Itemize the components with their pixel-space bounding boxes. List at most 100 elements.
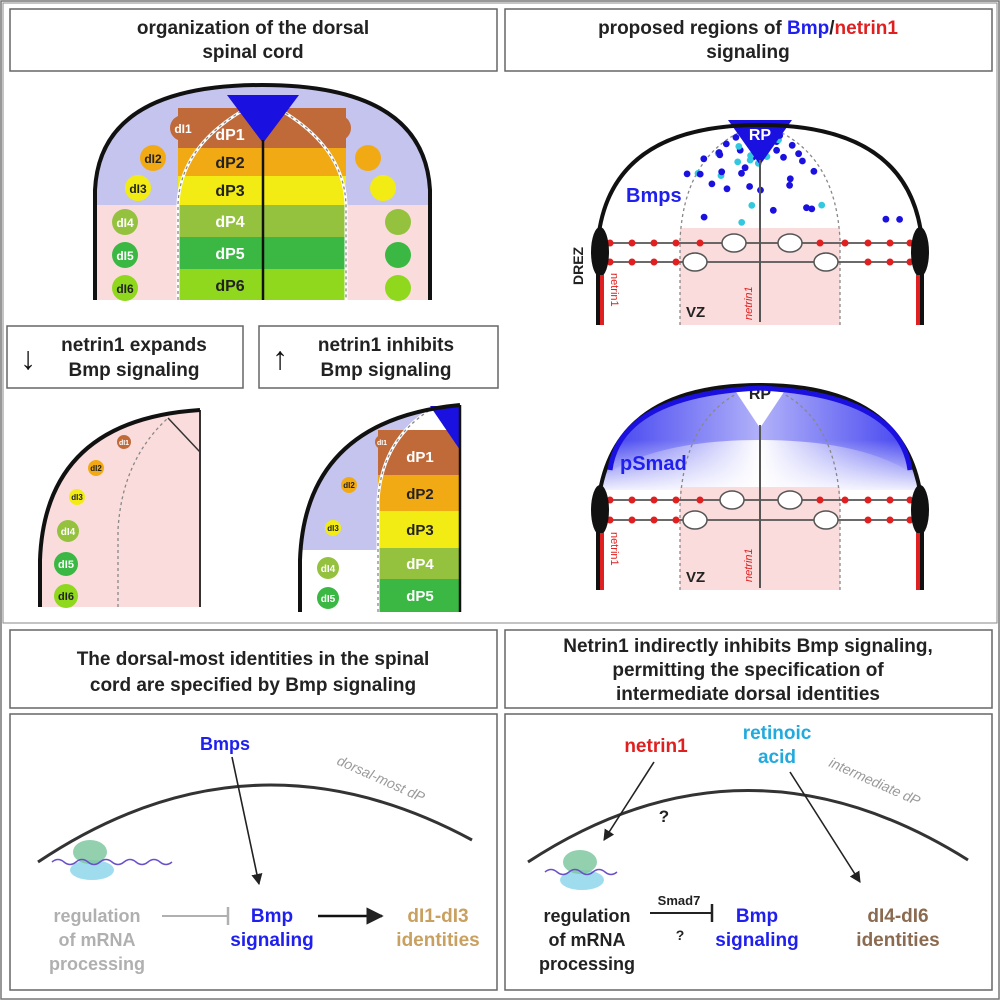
bmp-dot: [769, 206, 777, 214]
sr-dP2-band: [378, 475, 460, 511]
smad7-label: Smad7: [658, 893, 701, 908]
bmp-dot: [735, 143, 743, 150]
ribosome-icon-left: [51, 840, 173, 880]
dP4-label: dP4: [215, 214, 244, 231]
bmps-label: Bmps: [626, 185, 682, 207]
bmp-dots: [683, 131, 903, 226]
sr-dP2-label: dP2: [406, 486, 434, 503]
bmp-dot: [738, 219, 746, 226]
bmp-dot: [716, 151, 724, 159]
reg-left-line2: of mRNA: [59, 930, 136, 950]
dI6-label: dI6: [116, 282, 134, 296]
bmp-dot: [795, 150, 802, 158]
id-left-line2: identities: [396, 930, 479, 951]
roof-plate: [227, 95, 299, 143]
hypothesis-inhibits: ↑ netrin1 inhibits Bmp signaling: [258, 325, 499, 389]
id-right-line1: dI4-dI6: [867, 906, 928, 927]
caption-right: Netrin1 indirectly inhibits Bmp signalin…: [504, 629, 993, 709]
hypothesis-expands: ↓ netrin1 expands Bmp signaling: [6, 325, 244, 389]
hypothesis-expands-line2: Bmp signaling: [69, 360, 200, 381]
drez-label: DREZ: [570, 246, 586, 285]
caption-left-line2: cord are specified by Bmp signaling: [90, 675, 416, 696]
header-proposed-regions: proposed regions of Bmp/netrin1 signalin…: [504, 8, 993, 72]
ra-line1: retinoic: [743, 723, 812, 744]
ribosome-icon-right: [544, 850, 618, 890]
header-proposed-line1: proposed regions of Bmp/netrin1: [598, 18, 898, 39]
vz-top-label: VZ: [686, 304, 705, 321]
psmad-region-diagram: RP pSmad netrin1 netrin1 VZ: [591, 380, 929, 590]
dP2-label: dP2: [215, 155, 244, 172]
bmp-dot: [732, 134, 740, 141]
bmp-dot: [803, 204, 810, 212]
axon-rows-bottom: [600, 490, 920, 530]
bmp-dot: [780, 153, 787, 161]
netrin-side-bottom-label: netrin1: [608, 532, 620, 566]
sr-dP4-label: dP4: [406, 556, 434, 573]
sr-dP5-label: dP5: [406, 588, 434, 605]
dP6-label: dP6: [215, 278, 244, 295]
sr-dI4-label: dI4: [321, 564, 336, 575]
bmp-dot: [818, 201, 826, 209]
id-right-line2: identities: [856, 930, 939, 951]
rp-top-roof-plate: [728, 120, 792, 165]
sl-dI2-label: dI2: [90, 464, 102, 473]
inhibit-scenario-diagram: dP1 dP2 dP3 dP4 dP5 dI1 dI2 dI3 dI4 dI5: [298, 403, 462, 612]
arrow-down-icon: ↓: [20, 340, 36, 376]
bmp-dot: [810, 167, 818, 175]
bmp-dot: [808, 205, 816, 213]
netrin-mid-bottom-label: netrin1: [743, 548, 755, 582]
netrin-side-top-label: netrin1: [608, 273, 620, 307]
sr-dI5-label: dI5: [321, 594, 336, 605]
caption-left-line1: The dorsal-most identities in the spinal: [77, 649, 430, 670]
bmps-ligand-label: Bmps: [200, 734, 250, 754]
bmp-dot: [896, 216, 903, 223]
dI2-label: dI2: [144, 152, 162, 166]
bmp-dot: [786, 175, 794, 183]
rp-bottom-roof-plate: [728, 380, 792, 428]
bmp-dot: [746, 156, 754, 164]
rp-top-label: RP: [749, 127, 772, 144]
ra-line2: acid: [758, 747, 796, 768]
bmp-dot: [773, 146, 780, 154]
sl-dI3-label: dI3: [71, 493, 83, 502]
bmp-left-line2: signaling: [230, 930, 313, 951]
hypothesis-inhibits-line1: netrin1 inhibits: [318, 335, 454, 356]
dI1-label: dI1: [174, 122, 192, 136]
caption-right-line2: permitting the specification of: [612, 660, 884, 681]
reg-left-line1: regulation: [53, 906, 140, 926]
dI3-label: dI3: [129, 182, 147, 196]
dP3-label: dP3: [215, 183, 244, 200]
sl-dI4-label: dI4: [61, 527, 76, 538]
hypothesis-expands-line1: netrin1 expands: [61, 335, 207, 356]
sr-dI3-label: dI3: [327, 524, 339, 533]
header-organization-line1: organization of the dorsal: [137, 18, 369, 39]
bmp-dot: [882, 215, 890, 223]
header-proposed-line2: signaling: [706, 42, 789, 63]
cell-membrane-right: [527, 789, 969, 864]
bmp-left-line1: Bmp: [251, 906, 293, 927]
bmp-dot: [741, 164, 749, 172]
question-mark-1: ?: [659, 807, 669, 826]
reg-right-line3: processing: [539, 954, 635, 974]
bmp-dot: [700, 155, 708, 163]
bmp-dot: [696, 170, 704, 178]
expand-scenario-diagram: dI1 dI2 dI3 dI4 dI5 dI6: [38, 408, 201, 608]
sl-dI6-label: dI6: [58, 591, 74, 603]
bmp-dot: [734, 158, 742, 166]
sr-dI2-label: dI2: [343, 481, 355, 490]
sr-dI1-label: dI1: [377, 440, 387, 447]
bmp-dot: [718, 168, 726, 176]
bmp-dot: [722, 140, 730, 148]
axon-rows-top: [600, 233, 920, 272]
sr-dP3-band: [378, 511, 460, 548]
caption-right-line1: Netrin1 indirectly inhibits Bmp signalin…: [563, 636, 933, 657]
netrin-ligand-label: netrin1: [624, 736, 688, 757]
bmp-dot: [738, 169, 745, 177]
caption-right-line3: intermediate dorsal identities: [616, 684, 880, 705]
sl-dI5-label: dI5: [58, 559, 74, 571]
cell-membrane-left: [37, 783, 473, 864]
sr-dP5-band: [378, 579, 460, 612]
bmp-dot: [723, 185, 731, 193]
sr-dP3-label: dP3: [406, 522, 434, 539]
